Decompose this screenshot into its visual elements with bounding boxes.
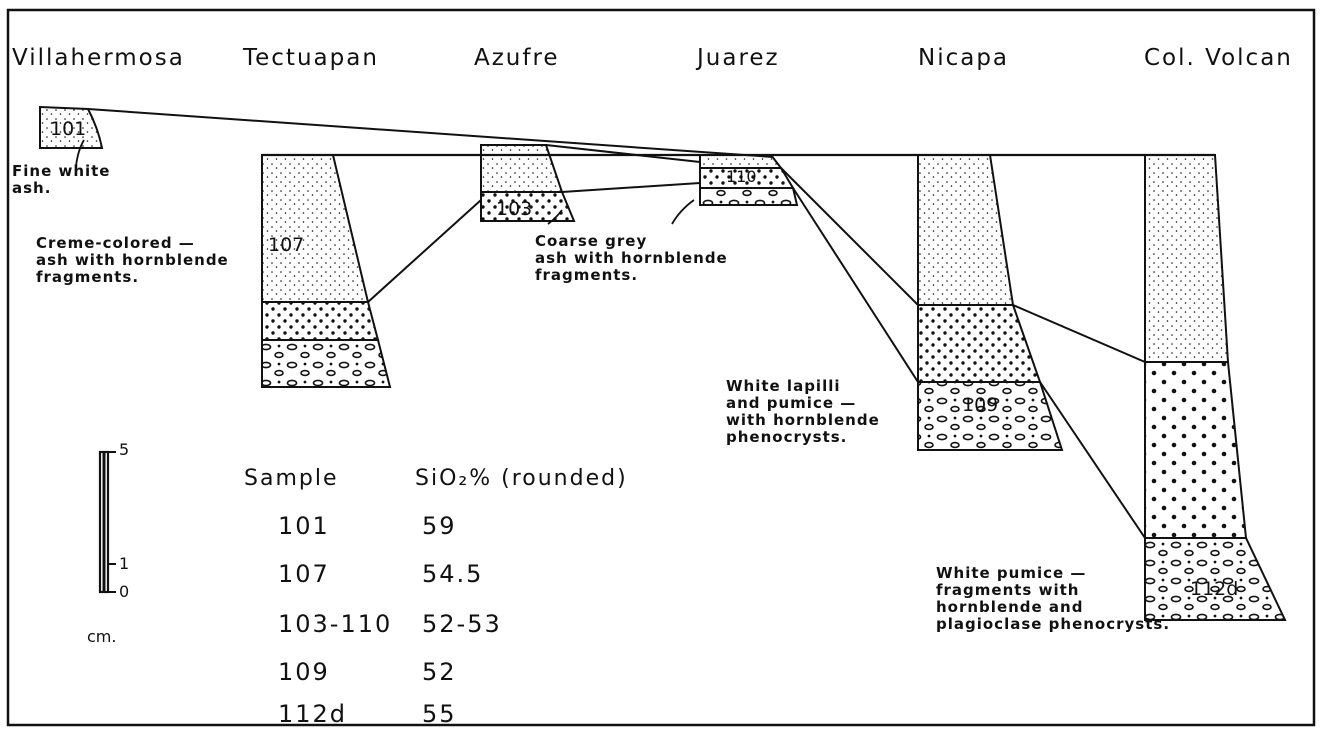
sample-label-107: 107 — [268, 234, 304, 256]
tectuapan-layer-107 — [262, 155, 368, 302]
note-creme-colored-ash: Creme-colored — ash with hornblende frag… — [36, 235, 229, 286]
table-cell-sio2: 55 — [422, 700, 457, 728]
scale-label-bottom: 0 — [119, 582, 129, 601]
scale-label-top: 5 — [119, 440, 129, 459]
volcan-layer-ash — [1145, 155, 1228, 362]
scale-unit: cm. — [87, 627, 116, 646]
table-cell-sio2: 52 — [422, 658, 457, 686]
table-cell-sample: 107 — [278, 560, 330, 588]
locality-nicapa: Nicapa — [918, 45, 1009, 71]
table-cell-sample: 101 — [278, 512, 330, 540]
table-cell-sio2: 54.5 — [422, 560, 483, 588]
table-cell-sio2: 52-53 — [422, 610, 502, 638]
table-cell-sio2: 59 — [422, 512, 457, 540]
juarez-layer-pumice — [700, 188, 797, 205]
sample-label-112d: 112d — [1190, 578, 1238, 600]
azufre-layer-ash — [481, 145, 562, 192]
tectuapan-layer-pumice — [262, 340, 390, 387]
sample-label-103: 103 — [496, 198, 532, 220]
tectuapan-layer-lapilli — [262, 302, 378, 340]
note-white-lapilli: White lapilli and pumice — with hornblen… — [726, 378, 880, 446]
table-cell-sample: 103-110 — [278, 610, 392, 638]
nicapa-layer-lapilli — [918, 305, 1040, 382]
note-leader-lines — [76, 140, 694, 224]
note-coarse-grey-ash: Coarse grey ash with hornblende fragment… — [535, 233, 728, 284]
locality-juarez: Juarez — [697, 45, 780, 71]
nicapa-layer-ash — [918, 155, 1013, 305]
table-cell-sample: 112d — [278, 700, 347, 728]
table-cell-sample: 109 — [278, 658, 330, 686]
volcan-layer-lapilli — [1145, 362, 1246, 538]
scale-label-mid: 1 — [119, 554, 129, 573]
locality-azufre: Azufre — [474, 45, 560, 71]
note-white-pumice: White pumice — fragments with hornblende… — [936, 565, 1170, 633]
sample-label-101: 101 — [50, 118, 86, 140]
locality-villahermosa: Villahermosa — [12, 45, 185, 71]
nicapa-layer-109 — [918, 382, 1062, 450]
table-header-sio2: SiO₂% (rounded) — [415, 466, 628, 491]
sample-label-109: 109 — [962, 394, 998, 416]
locality-col-volcan: Col. Volcan — [1144, 45, 1293, 71]
sample-label-110: 110 — [726, 167, 757, 186]
note-fine-white-ash: Fine white ash. — [12, 163, 110, 197]
locality-tectuapan: Tectuapan — [243, 45, 379, 71]
table-header-sample: Sample — [244, 466, 339, 491]
scale-bar — [100, 452, 116, 592]
